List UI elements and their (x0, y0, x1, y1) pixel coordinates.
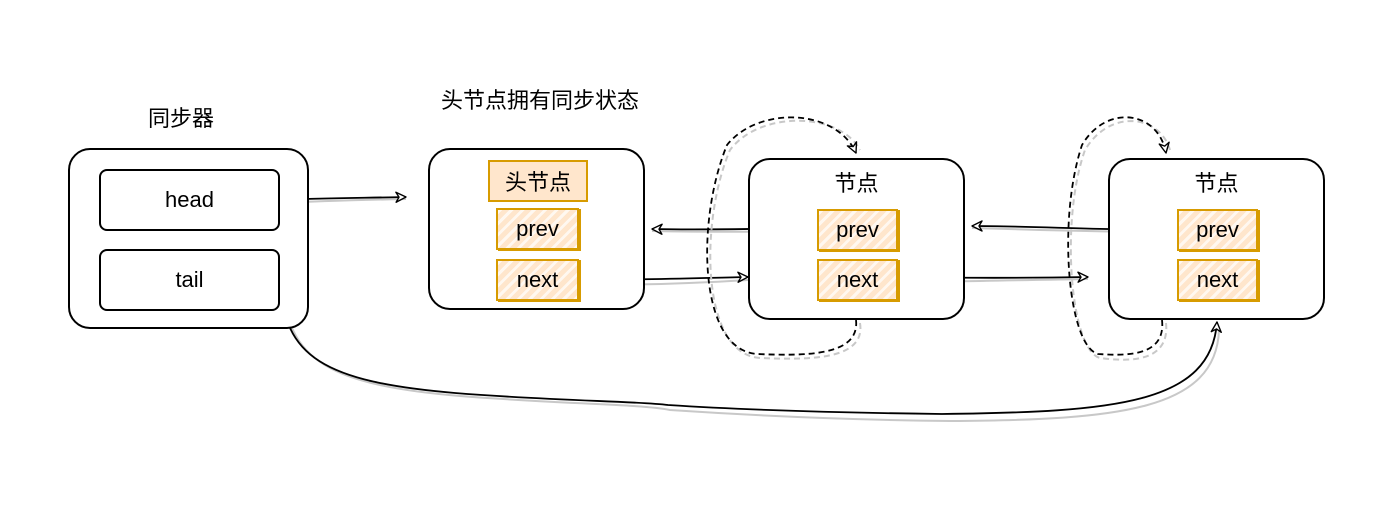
head-state-label: 头节点拥有同步状态 (441, 89, 640, 114)
node-1-prev-field: prev (817, 209, 898, 251)
head-node-prev-field: prev (496, 208, 579, 250)
node-2-prev-field: prev (1177, 209, 1258, 251)
node-2-next-field: next (1177, 259, 1258, 301)
head-node-title: 头节点 (488, 160, 588, 202)
node-2-box: 节点 prev next (1108, 158, 1325, 320)
head-node-next-field: next (496, 259, 579, 301)
synchronizer-box: head tail (68, 148, 309, 329)
node-2-title: 节点 (1194, 172, 1239, 197)
tail-field: tail (99, 249, 280, 311)
node-1-next-field: next (817, 259, 898, 301)
node-1-box: 节点 prev next (748, 158, 965, 320)
edge-tail-to-node2 (280, 279, 1222, 423)
node-1-title: 节点 (834, 172, 879, 197)
head-field: head (99, 169, 280, 231)
head-node-box: 头节点 prev next (428, 148, 645, 310)
edge-node1-self-loop (706, 116, 862, 360)
edge-node2-self-loop (1067, 116, 1171, 361)
synchronizer-label: 同步器 (148, 107, 215, 132)
